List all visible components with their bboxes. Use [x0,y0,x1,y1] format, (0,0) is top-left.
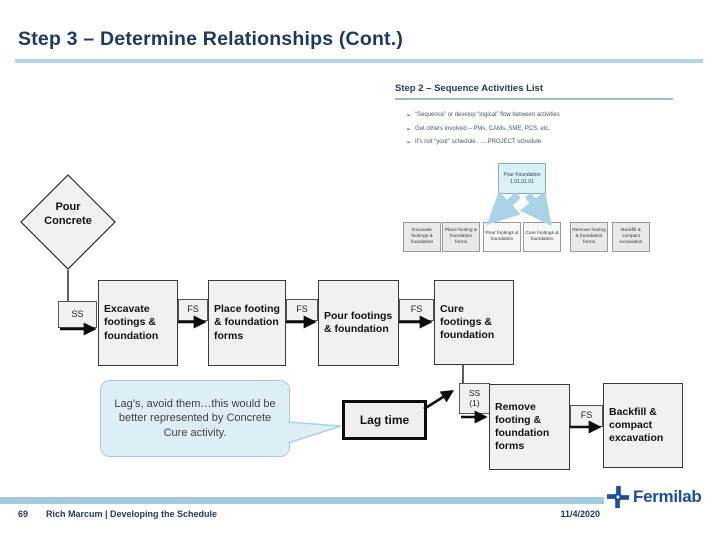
activity-box-pour: Pour footings & foundation [318,280,399,366]
footer-credit: Rich Marcum | Developing the Schedule [46,509,218,519]
mini-activity-box: Pour footings & foundation [483,222,521,252]
relationship-type: SS [468,388,481,399]
decision-diamond: Pour Concrete [20,174,116,270]
activity-box-remove: Remove footing & foundation forms [489,384,570,470]
bullet-text: Get others involved – PMs, CAMs, SME, PC… [415,125,551,132]
embedded-bullet-list: ➢ “Sequence” or develop “logical” flow b… [406,112,656,153]
mini-activity-box: Remove footing & foundation forms [570,222,608,252]
footer-date: 11/4/2020 [560,509,600,519]
root-activity-wbs: 1.01.01.01 [510,178,534,185]
root-activity-name: Pour Foundation [503,172,541,178]
bullet-arrow-icon: ➢ [406,113,412,119]
page-number: 69 [18,509,29,519]
fermilab-logo-text: Fermilab [633,487,702,506]
embedded-slide-title: Step 2 – Sequence Activities List [395,83,544,94]
mini-activity-box: Backfill & compact excavation [612,222,650,252]
activity-box-backfill: Backfill & compact excavation [603,383,683,468]
lag-time-box: Lag time [342,400,427,440]
activity-box-excavate: Excavate footings & foundation [98,280,178,366]
relationship-label-ss: SS [58,301,97,328]
bullet-item: ➢ Get others involved – PMs, CAMs, SME, … [406,126,656,133]
footer-accent-bar [0,497,604,504]
root-activity-box: Pour Foundation 1.01.01.01 [498,163,546,194]
callout-bubble: Lag’s, avoid them…this would be better r… [100,380,290,457]
mini-activity-box: Excavate footings & foundation [403,222,441,252]
relationship-lag-value: (1) [469,397,480,408]
relationship-label-fs: FS [399,299,434,321]
page-title: Step 3 – Determine Relationships (Cont.) [18,28,404,50]
relationship-label-fs: FS [178,299,208,321]
relationship-label-fs: FS [286,299,318,321]
activity-box-cure: Cure footings & foundation [434,280,514,365]
bullet-text: It’s not “your” schedule……PROJECT schedu… [415,139,542,145]
diamond-shape-icon [20,174,116,270]
bullet-item: ➢ It’s not “your” schedule……PROJECT sche… [406,139,656,146]
bullet-arrow-icon: ➢ [406,126,412,133]
activity-box-place: Place footing & foundation forms [208,280,286,366]
relationship-label-ss-lag: SS (1) [459,383,490,414]
title-underline [15,59,703,63]
mini-activity-box: Cure footings & foundation [523,222,561,252]
mini-activity-box: Place footing & foundation forms [442,222,480,252]
decision-label: Pour Concrete [44,201,92,228]
fermilab-logo-mark-icon [606,485,630,509]
embedded-title-underline [395,98,673,100]
fermilab-logo: Fermilab [606,485,702,509]
bullet-item: ➢ “Sequence” or develop “logical” flow b… [406,112,656,119]
bullet-text: “Sequence” or develop “logical” flow bet… [415,112,560,118]
bullet-arrow-icon: ➢ [406,140,412,146]
embedded-step2-slide: Step 2 – Sequence Activities List ➢ “Seq… [388,80,680,260]
relationship-label-fs: FS [570,405,603,427]
callout-text: Lag’s, avoid them…this would be better r… [114,398,276,439]
